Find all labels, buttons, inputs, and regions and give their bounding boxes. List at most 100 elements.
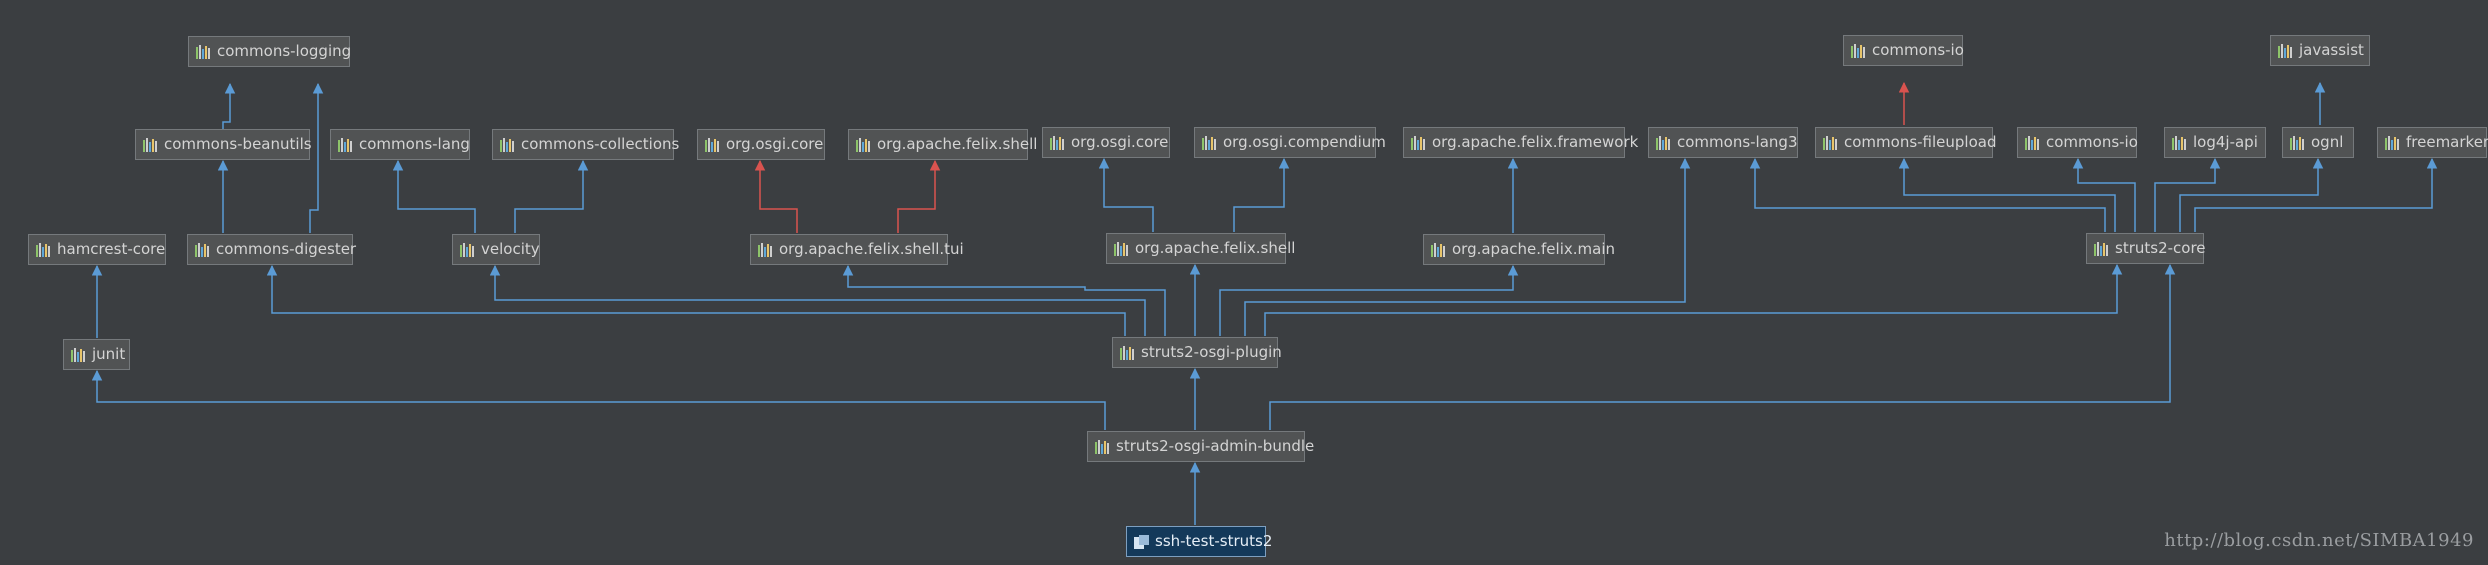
node-commons-io[interactable]: commons-io: [2017, 127, 2138, 158]
library-icon: [758, 242, 773, 257]
node-struts2-osgi-admin-bundle[interactable]: struts2-osgi-admin-bundle: [1087, 431, 1314, 462]
library-icon: [856, 137, 871, 152]
node-commons-lang3[interactable]: commons-lang3: [1648, 127, 1798, 158]
edge-plugin-felixmain: [1219, 264, 1519, 336]
node-label: commons-digester: [216, 240, 357, 258]
node-commons-logging[interactable]: commons-logging: [188, 36, 352, 67]
library-icon: [2290, 135, 2305, 150]
edge-digester-logging: [309, 82, 324, 233]
edge-admin-junit: [91, 369, 1106, 430]
library-icon: [2094, 241, 2109, 256]
edge-core-fileupload: [1898, 157, 2116, 232]
library-icon: [1656, 135, 1671, 150]
node-commons-io-top[interactable]: commons-io: [1843, 35, 1964, 66]
node-label: velocity: [481, 240, 540, 258]
node-label: ssh-test-struts2: [1155, 532, 1273, 550]
node-commons-beanutils[interactable]: commons-beanutils: [135, 129, 312, 160]
node-org-osgi-compendium[interactable]: org.osgi.compendium: [1194, 127, 1386, 158]
node-org-osgi-core-1[interactable]: org.osgi.core: [697, 129, 825, 160]
watermark: http://blog.csdn.net/SIMBA1949: [2164, 530, 2474, 551]
library-icon: [705, 137, 720, 152]
library-icon: [460, 242, 475, 257]
node-org-apache-felix-shell-2[interactable]: org.apache.felix.shell: [1106, 233, 1295, 264]
library-icon: [1851, 43, 1866, 58]
node-label: struts2-osgi-admin-bundle: [1116, 437, 1315, 455]
node-commons-digester[interactable]: commons-digester: [187, 234, 357, 265]
node-label: org.osgi.compendium: [1223, 133, 1386, 151]
edge-core-lang3: [1749, 157, 2106, 232]
node-label: hamcrest-core: [57, 240, 166, 258]
node-struts2-osgi-plugin[interactable]: struts2-osgi-plugin: [1112, 337, 1282, 368]
edge-shelltui-felixshell: [897, 159, 941, 233]
node-label: log4j-api: [2193, 133, 2258, 151]
library-icon: [143, 137, 158, 152]
node-commons-fileupload[interactable]: commons-fileupload: [1815, 127, 1997, 158]
node-velocity[interactable]: velocity: [452, 234, 540, 265]
library-icon: [1431, 242, 1446, 257]
node-label: javassist: [2299, 41, 2364, 59]
node-label: struts2-core: [2115, 239, 2206, 257]
node-org-apache-felix-framework[interactable]: org.apache.felix.framework: [1403, 127, 1638, 158]
library-icon: [1823, 135, 1838, 150]
edge-felixshell-compendium: [1233, 157, 1290, 232]
node-label: commons-logging: [217, 42, 352, 60]
edge-shelltui-osgicore: [754, 159, 798, 233]
edge-core-log4j: [2154, 157, 2221, 232]
node-org-apache-felix-shell-tui[interactable]: org.apache.felix.shell.tui: [750, 234, 964, 265]
edge-velocity-lang: [392, 159, 476, 233]
module-icon: [1134, 534, 1149, 549]
edge-beanutils-logging: [222, 82, 236, 130]
node-freemarker[interactable]: freemarker: [2377, 127, 2488, 158]
node-label: org.apache.felix.shell.tui: [779, 240, 964, 258]
node-struts2-core[interactable]: struts2-core: [2086, 233, 2206, 264]
node-ssh-test-struts2[interactable]: ssh-test-struts2: [1126, 526, 1272, 557]
node-log4j-api[interactable]: log4j-api: [2164, 127, 2266, 158]
node-junit[interactable]: junit: [63, 339, 130, 370]
library-icon: [196, 44, 211, 59]
node-label: org.osgi.core: [726, 135, 824, 153]
edge-core-commonsio: [2072, 157, 2136, 232]
node-label: org.apache.felix.shell: [1135, 239, 1296, 257]
library-icon: [71, 347, 86, 362]
library-icon: [195, 242, 210, 257]
edge-admin-core: [1269, 263, 2176, 430]
library-icon: [2025, 135, 2040, 150]
edge-felixshell-osgicore: [1098, 157, 1154, 232]
node-label: commons-collections: [521, 135, 680, 153]
library-icon: [1050, 135, 1065, 150]
node-label: commons-lang: [359, 135, 470, 153]
library-icon: [36, 242, 51, 257]
edge-velocity-collections: [514, 159, 589, 233]
node-label: org.osgi.core: [1071, 133, 1169, 151]
node-label: freemarker: [2406, 133, 2488, 151]
node-label: commons-io: [1872, 41, 1964, 59]
node-label: ognl: [2311, 133, 2344, 151]
library-icon: [500, 137, 515, 152]
node-label: commons-io: [2046, 133, 2138, 151]
library-icon: [1114, 241, 1129, 256]
edge-core-freemarker: [2194, 157, 2438, 232]
library-icon: [2172, 135, 2187, 150]
node-label: commons-lang3: [1677, 133, 1798, 151]
node-commons-lang[interactable]: commons-lang: [330, 129, 470, 160]
edge-plugin-core: [1264, 263, 2123, 336]
library-icon: [1411, 135, 1426, 150]
node-org-apache-felix-shell[interactable]: org.apache.felix.shell: [848, 129, 1037, 160]
node-label: org.apache.felix.framework: [1432, 133, 1639, 151]
node-org-apache-felix-main[interactable]: org.apache.felix.main: [1423, 234, 1615, 265]
edge-plugin-shelltui: [842, 264, 1166, 336]
node-label: org.apache.felix.shell: [877, 135, 1038, 153]
edge-plugin-lang3: [1244, 157, 1691, 336]
node-hamcrest-core[interactable]: hamcrest-core: [28, 234, 166, 265]
node-ognl[interactable]: ognl: [2282, 127, 2354, 158]
node-org-osgi-core-2[interactable]: org.osgi.core: [1042, 127, 1170, 158]
library-icon: [338, 137, 353, 152]
node-label: junit: [92, 345, 126, 363]
library-icon: [1095, 439, 1110, 454]
library-icon: [1202, 135, 1217, 150]
node-javassist[interactable]: javassist: [2270, 35, 2370, 66]
edge-plugin-velocity: [489, 264, 1146, 336]
node-commons-collections[interactable]: commons-collections: [492, 129, 679, 160]
library-icon: [1120, 345, 1135, 360]
library-icon: [2278, 43, 2293, 58]
